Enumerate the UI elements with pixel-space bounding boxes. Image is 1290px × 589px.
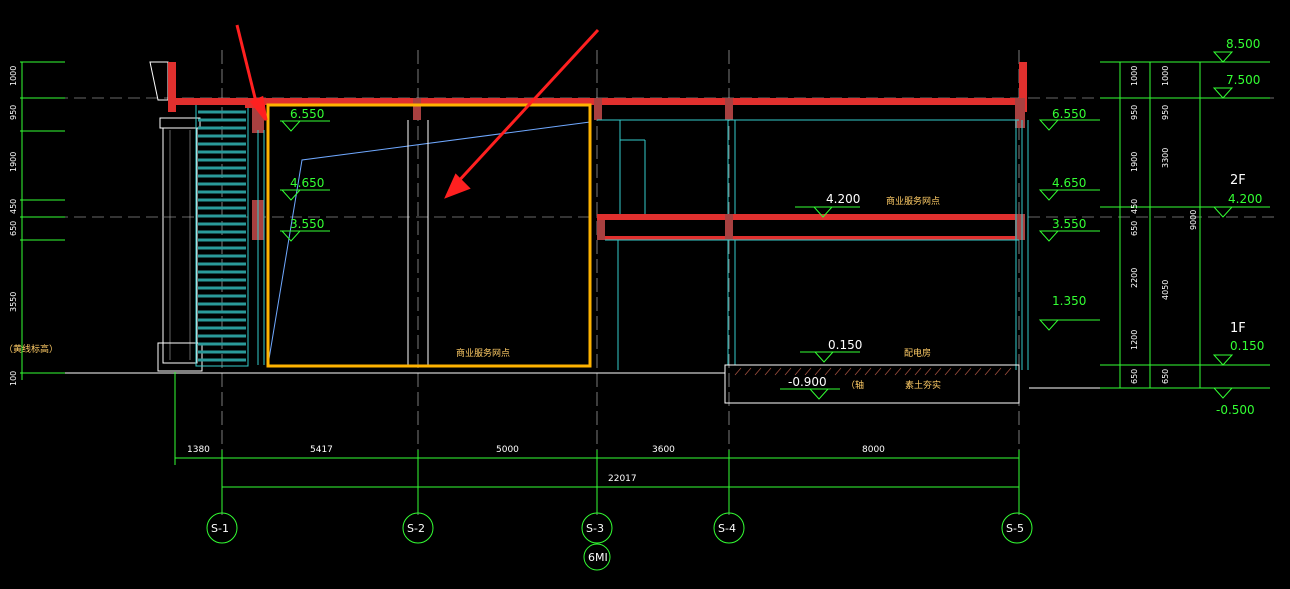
svg-text:1200: 1200: [1130, 330, 1139, 350]
hatch-stroke: [914, 367, 922, 376]
hatch-stroke: [904, 367, 912, 376]
hatch-stroke: [934, 367, 942, 376]
elev-8500: 8.500: [1226, 37, 1260, 51]
hatch-stroke: [834, 367, 842, 376]
hatch-stroke: [964, 367, 972, 376]
vertical-dims-left: 1000 950 1900 450 650 3550 100: [9, 66, 18, 386]
svg-text:650: 650: [9, 221, 18, 236]
svg-text:3300: 3300: [1161, 148, 1170, 168]
elev-6550-right: 6.550: [1052, 107, 1086, 121]
vertical-dims-right-a: 1000 950 1900 450 650 2200 1200 650 1000…: [1130, 66, 1170, 384]
hatch-stroke: [824, 367, 832, 376]
hatch-stroke: [884, 367, 892, 376]
elev-6550-left: 6.550: [290, 107, 324, 121]
elev-3550-left: 3.550: [290, 217, 324, 231]
axis-s5: S-5: [1006, 522, 1024, 535]
svg-text:450: 450: [1130, 199, 1139, 214]
hatch-stroke: [944, 367, 952, 376]
dim-8000: 8000: [862, 445, 885, 455]
room-backfill: 素土夯实: [905, 379, 941, 391]
elev-0150-inner: 0.150: [828, 338, 862, 352]
annotation-arrows: [235, 24, 600, 199]
backfill-hatch: [734, 367, 1012, 376]
elev-7500: 7.500: [1226, 73, 1260, 87]
hatch-stroke: [894, 367, 902, 376]
axis-s1: S-1: [211, 522, 229, 535]
dim-1380: 1380: [187, 445, 210, 455]
svg-text:450: 450: [9, 199, 18, 214]
hatch-stroke: [734, 367, 742, 376]
svg-text:650: 650: [1161, 369, 1170, 384]
vertical-dims-right-b: 3300 4050 9000: [1161, 148, 1198, 300]
hatch-stroke: [994, 367, 1002, 376]
svg-text:1000: 1000: [1161, 66, 1170, 86]
elev-0150-right: 0.150: [1230, 339, 1264, 353]
svg-text:4050: 4050: [1161, 280, 1170, 300]
hatch-stroke: [744, 367, 752, 376]
elev-1350: 1.350: [1052, 294, 1086, 308]
elev-4650-right: 4.650: [1052, 176, 1086, 190]
hatch-stroke: [814, 367, 822, 376]
room-commercial-lower: 商业服务网点: [456, 347, 510, 359]
slope-line: [267, 121, 591, 366]
elev-minus-0500: -0.500: [1216, 403, 1255, 417]
elev-3550-right: 3.550: [1052, 217, 1086, 231]
left-note: （黄线标高）: [4, 343, 58, 355]
elev-4200-inner: 4.200: [826, 192, 860, 206]
hatch-stroke: [874, 367, 882, 376]
hatch-stroke: [864, 367, 872, 376]
axis-s4: S-4: [718, 522, 736, 535]
svg-text:650: 650: [1130, 369, 1139, 384]
svg-text:950: 950: [1130, 105, 1139, 120]
svg-text:950: 950: [1161, 105, 1170, 120]
dimension-lines: [174, 372, 1020, 495]
svg-text:1900: 1900: [9, 152, 18, 172]
hatch-stroke: [844, 367, 852, 376]
room-commercial-upper: 商业服务网点: [886, 195, 940, 207]
svg-text:2200: 2200: [1130, 268, 1139, 288]
svg-text:100: 100: [9, 371, 18, 386]
svg-text:950: 950: [9, 105, 18, 120]
elev-4650-left: 4.650: [290, 176, 324, 190]
hatch-stroke: [954, 367, 962, 376]
highlight-frame: [266, 103, 592, 368]
floor-2f: 2F: [1230, 173, 1246, 188]
svg-text:1000: 1000: [1130, 66, 1139, 86]
floor-1f: 1F: [1230, 321, 1246, 336]
axis-sub: 6MI: [588, 551, 608, 564]
axis-s3: S-3: [586, 522, 604, 535]
hatch-stroke: [854, 367, 862, 376]
svg-text:650: 650: [1130, 221, 1139, 236]
svg-text:1900: 1900: [1130, 152, 1139, 172]
elev-minus-0900: -0.900: [788, 375, 827, 389]
dim-5417: 5417: [310, 445, 333, 455]
level-triangles: [280, 51, 1234, 400]
axis-s2: S-2: [407, 522, 425, 535]
hatch-stroke: [754, 367, 762, 376]
room-distribution: 配电房: [904, 347, 931, 359]
hatch-stroke: [974, 367, 982, 376]
hatch-stroke: [984, 367, 992, 376]
room-paren: （轴: [846, 379, 864, 391]
svg-text:3550: 3550: [9, 292, 18, 312]
structure-walls: [168, 62, 1027, 240]
hatch-stroke: [774, 367, 782, 376]
interior-lines: [257, 119, 1029, 370]
hatch-stroke: [784, 367, 792, 376]
left-glazing-stripes: [198, 110, 246, 362]
dim-5000: 5000: [496, 445, 519, 455]
hatch-stroke: [764, 367, 772, 376]
axis-bubbles: [206, 495, 1033, 571]
svg-text:1000: 1000: [9, 66, 18, 86]
hatch-stroke: [794, 367, 802, 376]
svg-text:9000: 9000: [1189, 210, 1198, 230]
elev-4200-right: 4.200: [1228, 192, 1262, 206]
dim-3600: 3600: [652, 445, 675, 455]
left-facade-column: [149, 61, 203, 372]
hatch-stroke: [804, 367, 812, 376]
hatch-stroke: [1004, 367, 1012, 376]
dim-total: 22017: [608, 474, 637, 484]
hatch-stroke: [924, 367, 932, 376]
